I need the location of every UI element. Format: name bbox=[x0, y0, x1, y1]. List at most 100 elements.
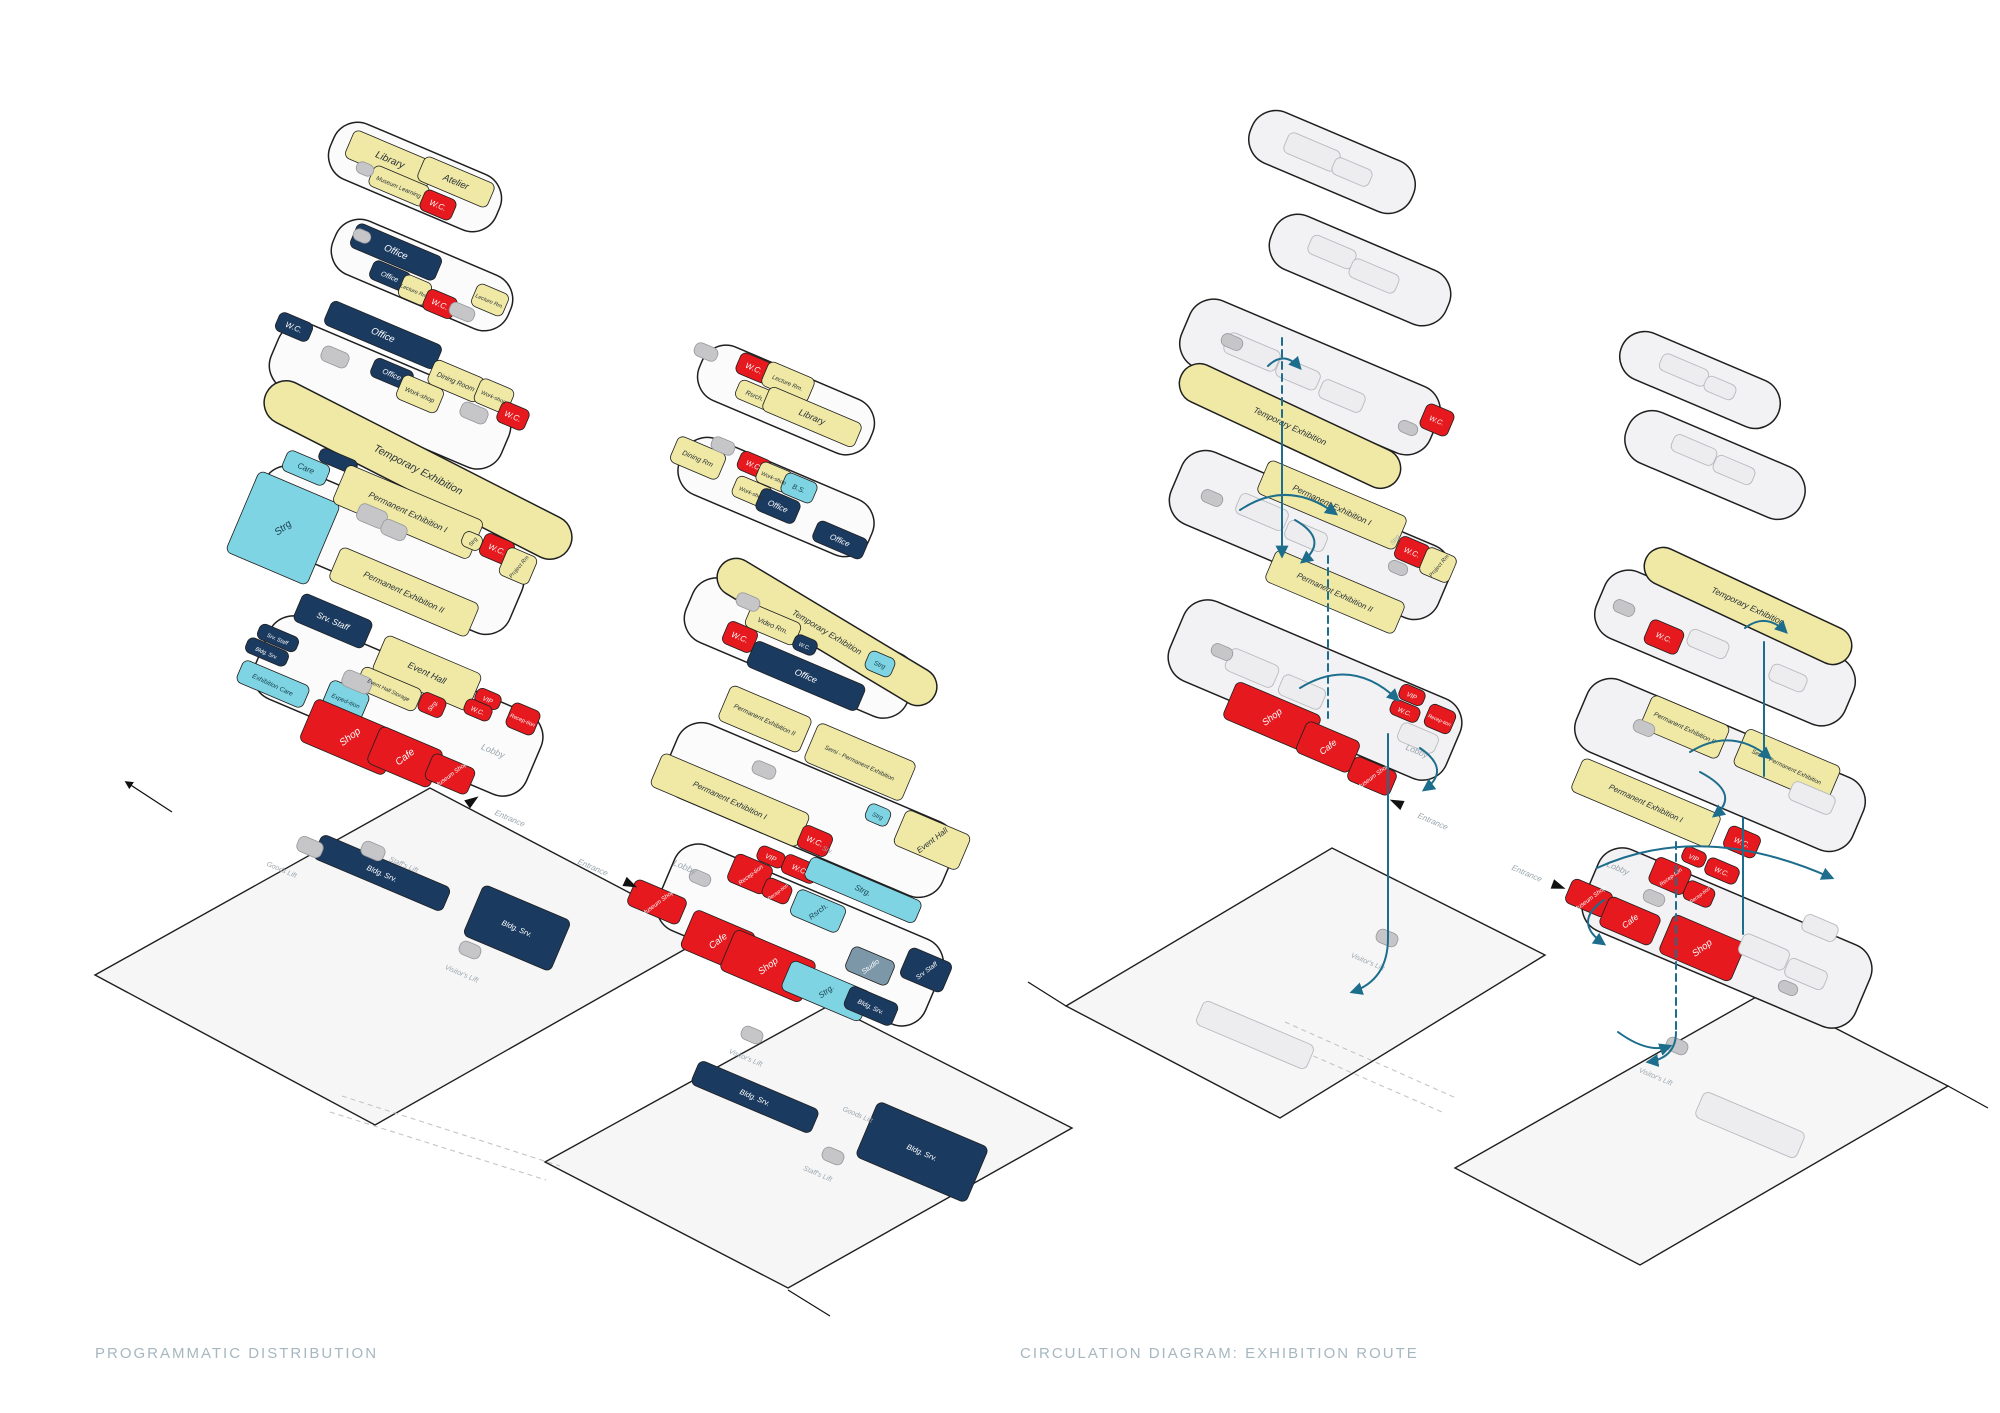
slab-connector-line bbox=[329, 1111, 547, 1181]
room bbox=[812, 520, 868, 560]
lift-block bbox=[1632, 719, 1656, 737]
room-label: VIP bbox=[481, 695, 494, 706]
room bbox=[505, 702, 541, 736]
caption-circulation-diagram: CIRCULATION DIAGRAM: EXHIBITION ROUTE bbox=[1020, 1345, 1419, 1362]
ghost-room bbox=[1331, 157, 1373, 187]
ghost-room bbox=[1686, 628, 1730, 660]
room bbox=[1389, 699, 1421, 723]
room bbox=[424, 753, 476, 795]
room bbox=[843, 986, 899, 1026]
room bbox=[471, 283, 509, 317]
room bbox=[463, 885, 571, 971]
lift-block bbox=[380, 519, 408, 541]
room bbox=[755, 488, 801, 524]
lift-block bbox=[740, 1025, 764, 1045]
room bbox=[1681, 846, 1707, 868]
room bbox=[1640, 695, 1730, 759]
room-label: Strg bbox=[871, 812, 884, 822]
lift-block bbox=[751, 760, 777, 780]
lift-block bbox=[693, 342, 719, 362]
room bbox=[856, 1102, 988, 1202]
room bbox=[1571, 758, 1721, 848]
annotation-tick bbox=[787, 1289, 831, 1317]
circulation-route bbox=[1617, 1031, 1673, 1056]
exhibition-band bbox=[1643, 546, 1853, 666]
lift-block bbox=[341, 669, 373, 695]
room-label: VIP bbox=[764, 853, 777, 864]
ghost-room bbox=[1788, 781, 1836, 815]
ground-slab bbox=[543, 1004, 1074, 1289]
lift-block bbox=[710, 436, 736, 456]
lift-block bbox=[1210, 643, 1234, 661]
entrance-arrow-icon bbox=[1550, 879, 1566, 889]
room bbox=[274, 312, 314, 342]
room bbox=[797, 825, 833, 857]
circulation-route bbox=[1299, 673, 1400, 702]
entrance-label: Entrance bbox=[1510, 863, 1543, 884]
room bbox=[1659, 914, 1745, 982]
slab-connector-line bbox=[1284, 1021, 1457, 1099]
room bbox=[1419, 403, 1455, 437]
room bbox=[790, 889, 846, 933]
room-label: Strg bbox=[873, 660, 887, 671]
room bbox=[718, 685, 812, 753]
ghost-room bbox=[1284, 520, 1328, 552]
room bbox=[761, 877, 793, 905]
ghost-room bbox=[1277, 674, 1327, 710]
lift-block bbox=[1612, 599, 1636, 617]
ghost-room bbox=[1318, 379, 1366, 413]
room bbox=[226, 471, 340, 585]
room bbox=[1682, 880, 1716, 908]
circulation-route bbox=[1294, 519, 1316, 564]
circulation-route bbox=[1689, 739, 1772, 760]
lift-block bbox=[1220, 333, 1244, 351]
room bbox=[1704, 857, 1740, 885]
ghost-room bbox=[1397, 722, 1439, 754]
room bbox=[1599, 896, 1661, 946]
ghost-room bbox=[1348, 258, 1400, 294]
lift-block bbox=[735, 592, 761, 612]
annotation-tick bbox=[124, 781, 173, 813]
room bbox=[864, 650, 896, 678]
room-label: W.C. bbox=[798, 642, 811, 652]
ground-slab bbox=[1453, 991, 1950, 1266]
room bbox=[281, 450, 331, 486]
annotation-label: Srv. bbox=[821, 845, 834, 856]
annotation-tick bbox=[1027, 981, 1067, 1007]
room bbox=[792, 634, 818, 656]
room-label: VIP bbox=[1687, 853, 1700, 864]
ghost-room bbox=[1784, 958, 1828, 990]
lift-block bbox=[459, 401, 489, 425]
ghost-room bbox=[1275, 357, 1321, 391]
room bbox=[396, 374, 444, 414]
lift-block bbox=[355, 161, 375, 177]
room bbox=[627, 879, 687, 925]
lift-block bbox=[458, 940, 482, 960]
room bbox=[804, 723, 916, 801]
lift-block bbox=[296, 836, 324, 858]
floor-plate bbox=[663, 721, 957, 899]
annotation-tick bbox=[1947, 1085, 1989, 1109]
circulation-route bbox=[1744, 620, 1788, 634]
ghost-room bbox=[1712, 454, 1756, 486]
room bbox=[257, 623, 299, 653]
room bbox=[245, 637, 289, 667]
ghost-room bbox=[1670, 434, 1718, 466]
lift-block bbox=[821, 1146, 845, 1166]
ground-slab bbox=[1064, 847, 1547, 1119]
circulation-route bbox=[1596, 845, 1835, 880]
room bbox=[417, 692, 447, 718]
room bbox=[417, 156, 495, 208]
lift-block bbox=[688, 869, 712, 887]
lift-block bbox=[448, 301, 476, 323]
circulation-route bbox=[1239, 493, 1339, 516]
caption-programmatic-distribution: PROGRAMMATIC DISTRIBUTION bbox=[95, 1345, 379, 1362]
entrance-label: Entrance bbox=[1416, 811, 1449, 832]
room bbox=[1423, 703, 1457, 735]
room bbox=[1398, 684, 1426, 706]
room bbox=[329, 547, 479, 637]
ghost-room bbox=[1703, 375, 1737, 401]
circulation-route bbox=[1419, 747, 1438, 792]
room bbox=[845, 946, 895, 986]
room bbox=[498, 547, 538, 585]
